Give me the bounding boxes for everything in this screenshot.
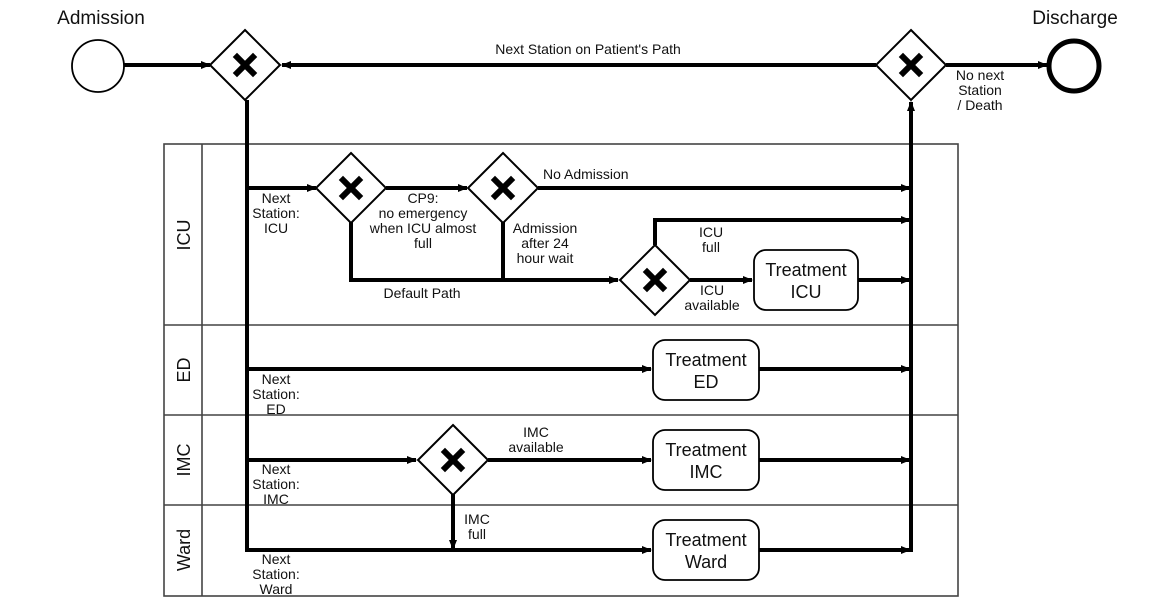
gateway-icu-cp9[interactable] (314, 151, 388, 225)
label-default-path: Default Path (383, 285, 460, 301)
label-line: Admission (513, 220, 578, 236)
exclusive-x-icon (898, 52, 924, 78)
task-label: Treatment (665, 350, 746, 370)
task-label: ICU (791, 282, 822, 302)
label-next-station-ed: Next Station: ED (252, 371, 299, 417)
label-line: Station: (252, 205, 299, 221)
task-label: ED (693, 372, 718, 392)
label-line: ED (266, 401, 285, 417)
label-line: hour wait (517, 250, 574, 266)
lane-label-ward: Ward (174, 529, 194, 571)
end-label-line: No next (956, 67, 1004, 83)
label-line: IMC (464, 511, 490, 527)
gateway-icu-admission[interactable] (466, 151, 540, 225)
label-line: Next (262, 461, 291, 477)
lane-label-icu: ICU (174, 220, 194, 251)
label-line: Next (262, 190, 291, 206)
task-treatment-imc[interactable]: Treatment IMC (652, 429, 760, 491)
label-line: full (414, 235, 432, 251)
label-line: when ICU almost (369, 220, 477, 236)
task-label: Treatment (665, 530, 746, 550)
label-line: no emergency (379, 205, 468, 221)
label-line: Station: (252, 386, 299, 402)
label-line: Next (262, 551, 291, 567)
loop-label: Next Station on Patient's Path (495, 41, 681, 57)
label-line: ICU (699, 224, 723, 240)
label-cp9: CP9: no emergency when ICU almost full (369, 190, 477, 251)
flow-default-path (349, 222, 619, 284)
label-line: full (702, 239, 720, 255)
gateway-imc-capacity[interactable] (416, 423, 490, 497)
label-next-station-ward: Next Station: Ward (252, 551, 299, 597)
exclusive-x-icon (490, 175, 516, 201)
task-label: Treatment (665, 440, 746, 460)
lane-label-ed: ED (174, 357, 194, 382)
label-line: after 24 (521, 235, 569, 251)
end-condition-label: No next Station / Death (956, 67, 1004, 113)
label-line: Station: (252, 566, 299, 582)
label-line: Station: (252, 476, 299, 492)
task-treatment-icu[interactable]: Treatment ICU (753, 249, 859, 311)
end-label-line: Station (958, 82, 1002, 98)
label-line: full (468, 526, 486, 542)
exclusive-x-icon (232, 52, 258, 78)
pool: ICU ED IMC Ward (163, 143, 959, 597)
task-label: Treatment (765, 260, 846, 280)
label-imc-available: IMC available (508, 424, 563, 455)
end-event-label: Discharge (1032, 8, 1118, 29)
label-imc-full: IMC full (464, 511, 490, 542)
label-line: ICU (700, 282, 724, 298)
label-line: available (684, 297, 739, 313)
label-next-station-imc: Next Station: IMC (252, 461, 299, 507)
exclusive-x-icon (642, 267, 668, 293)
label-line: IMC (263, 491, 289, 507)
task-label: Ward (685, 552, 727, 572)
exclusive-x-icon (440, 447, 466, 473)
gateway-discharge[interactable] (874, 28, 948, 102)
task-label: IMC (690, 462, 723, 482)
label-no-admission: No Admission (543, 166, 629, 182)
task-treatment-ward[interactable]: Treatment Ward (652, 519, 760, 581)
label-icu-full: ICU full (699, 224, 723, 255)
end-label-line: / Death (957, 97, 1002, 113)
label-line: IMC (523, 424, 549, 440)
label-line: Ward (260, 581, 293, 597)
label-icu-available: ICU available (684, 282, 739, 313)
start-event[interactable] (71, 39, 125, 93)
start-event-label: Admission (57, 8, 145, 29)
gateway-icu-capacity[interactable] (618, 243, 692, 317)
label-line: available (508, 439, 563, 455)
end-event[interactable] (1046, 38, 1102, 94)
label-next-station-icu: Next Station: ICU (252, 190, 299, 236)
flow-icu-full (653, 216, 911, 245)
gateway-admission[interactable] (208, 28, 282, 102)
exclusive-x-icon (338, 175, 364, 201)
label-line: Next (262, 371, 291, 387)
task-treatment-ed[interactable]: Treatment ED (652, 339, 760, 401)
label-line: ICU (264, 220, 288, 236)
lane-label-imc: IMC (174, 444, 194, 477)
label-admission-wait: Admission after 24 hour wait (513, 220, 578, 266)
pool-border (163, 143, 959, 597)
label-line: CP9: (407, 190, 438, 206)
